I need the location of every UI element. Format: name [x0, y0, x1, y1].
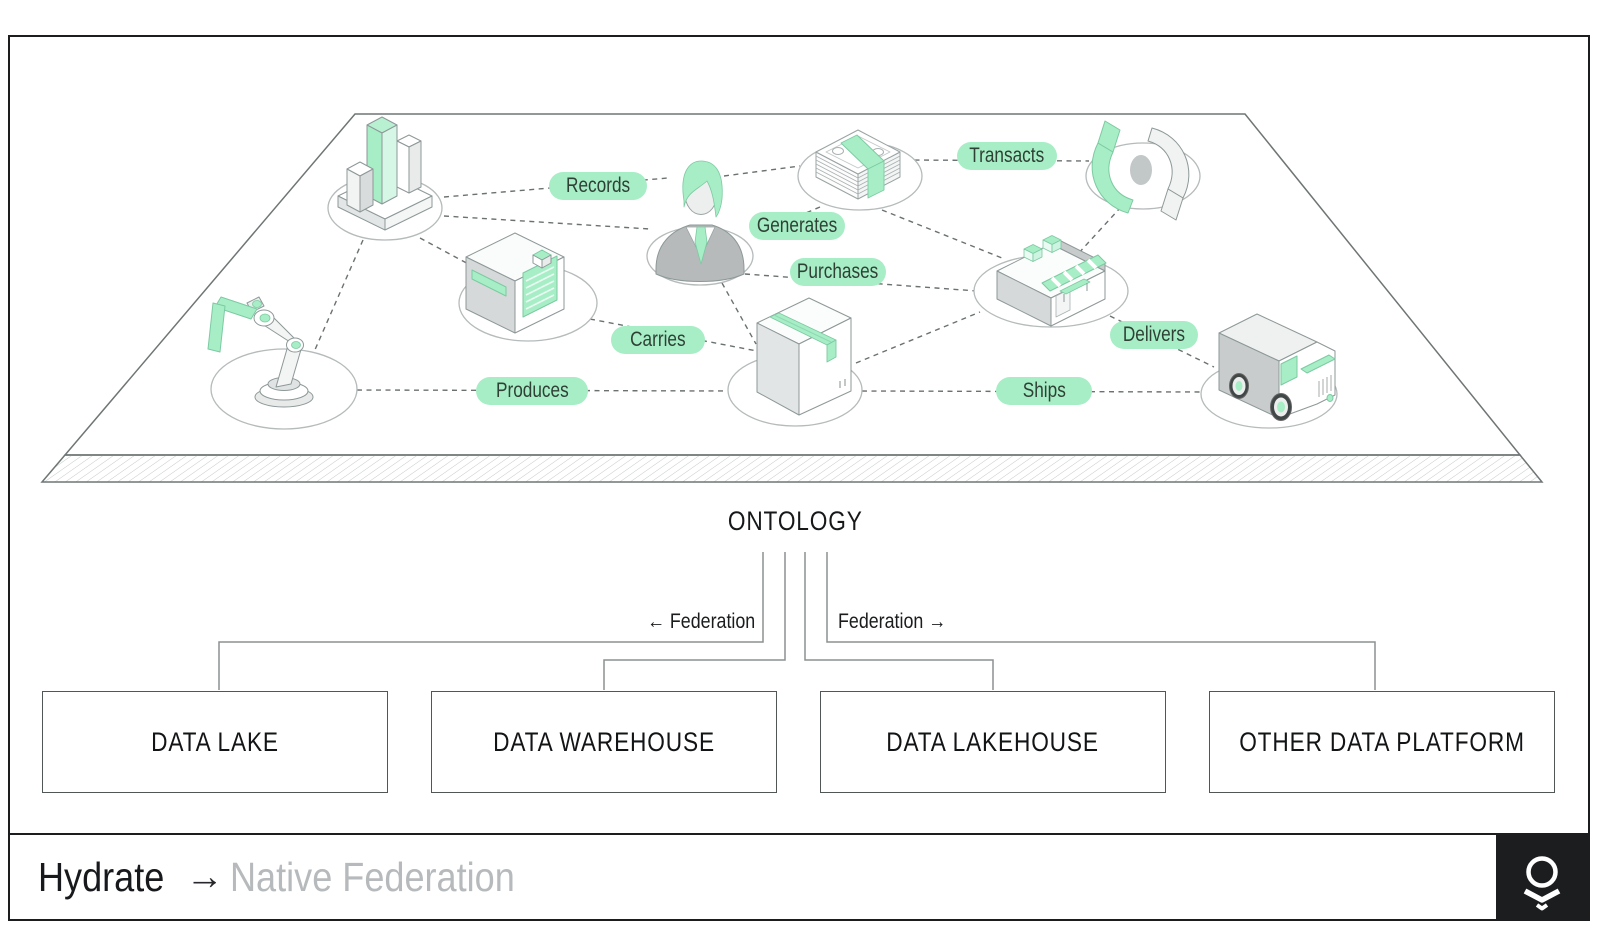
palantir-logo-icon	[1523, 856, 1561, 911]
cash-stack-icon	[815, 129, 901, 200]
bar-chart-icon	[337, 116, 433, 231]
relationship-pill-records: Records	[549, 172, 647, 200]
exchange-arrows-icon	[1091, 120, 1190, 221]
robotic-arm-icon	[207, 296, 314, 408]
platform-box-data-warehouse: DATA WAREHOUSE	[431, 691, 777, 793]
platform-box-other-data-platform: OTHER DATA PLATFORM	[1209, 691, 1555, 793]
ontology-title: ONTOLOGY	[727, 506, 863, 536]
footer-caption: Hydrate → Native Federation	[38, 852, 553, 902]
relationship-pill-ships: Ships	[996, 377, 1092, 405]
footer-divider	[8, 833, 1590, 835]
federation-right-label: Federation →	[838, 610, 947, 633]
relationship-pill-purchases: Purchases	[790, 258, 886, 286]
relationship-pill-delivers: Delivers	[1110, 321, 1198, 349]
footer-title: Hydrate	[38, 853, 165, 900]
relationship-pill-carries: Carries	[611, 326, 705, 354]
person-icon	[655, 160, 745, 282]
federation-left-label: ← Federation	[646, 610, 755, 633]
federation-connectors	[218, 552, 1376, 690]
footer-subtitle: Native Federation	[229, 853, 515, 900]
logo-tile	[1496, 835, 1588, 919]
storefront-icon	[996, 235, 1107, 327]
factory-icon	[465, 232, 565, 334]
relationship-pill-generates: Generates	[749, 212, 845, 240]
relationship-pill-transacts: Transacts	[957, 142, 1057, 170]
footer-arrow-icon: →	[185, 855, 224, 898]
delivery-truck-icon	[1218, 313, 1336, 421]
relationship-pill-produces: Produces	[476, 377, 588, 405]
platform-box-data-lake: DATA LAKE	[42, 691, 388, 793]
platform-box-data-lakehouse: DATA LAKEHOUSE	[820, 691, 1166, 793]
package-box-icon	[756, 297, 852, 416]
